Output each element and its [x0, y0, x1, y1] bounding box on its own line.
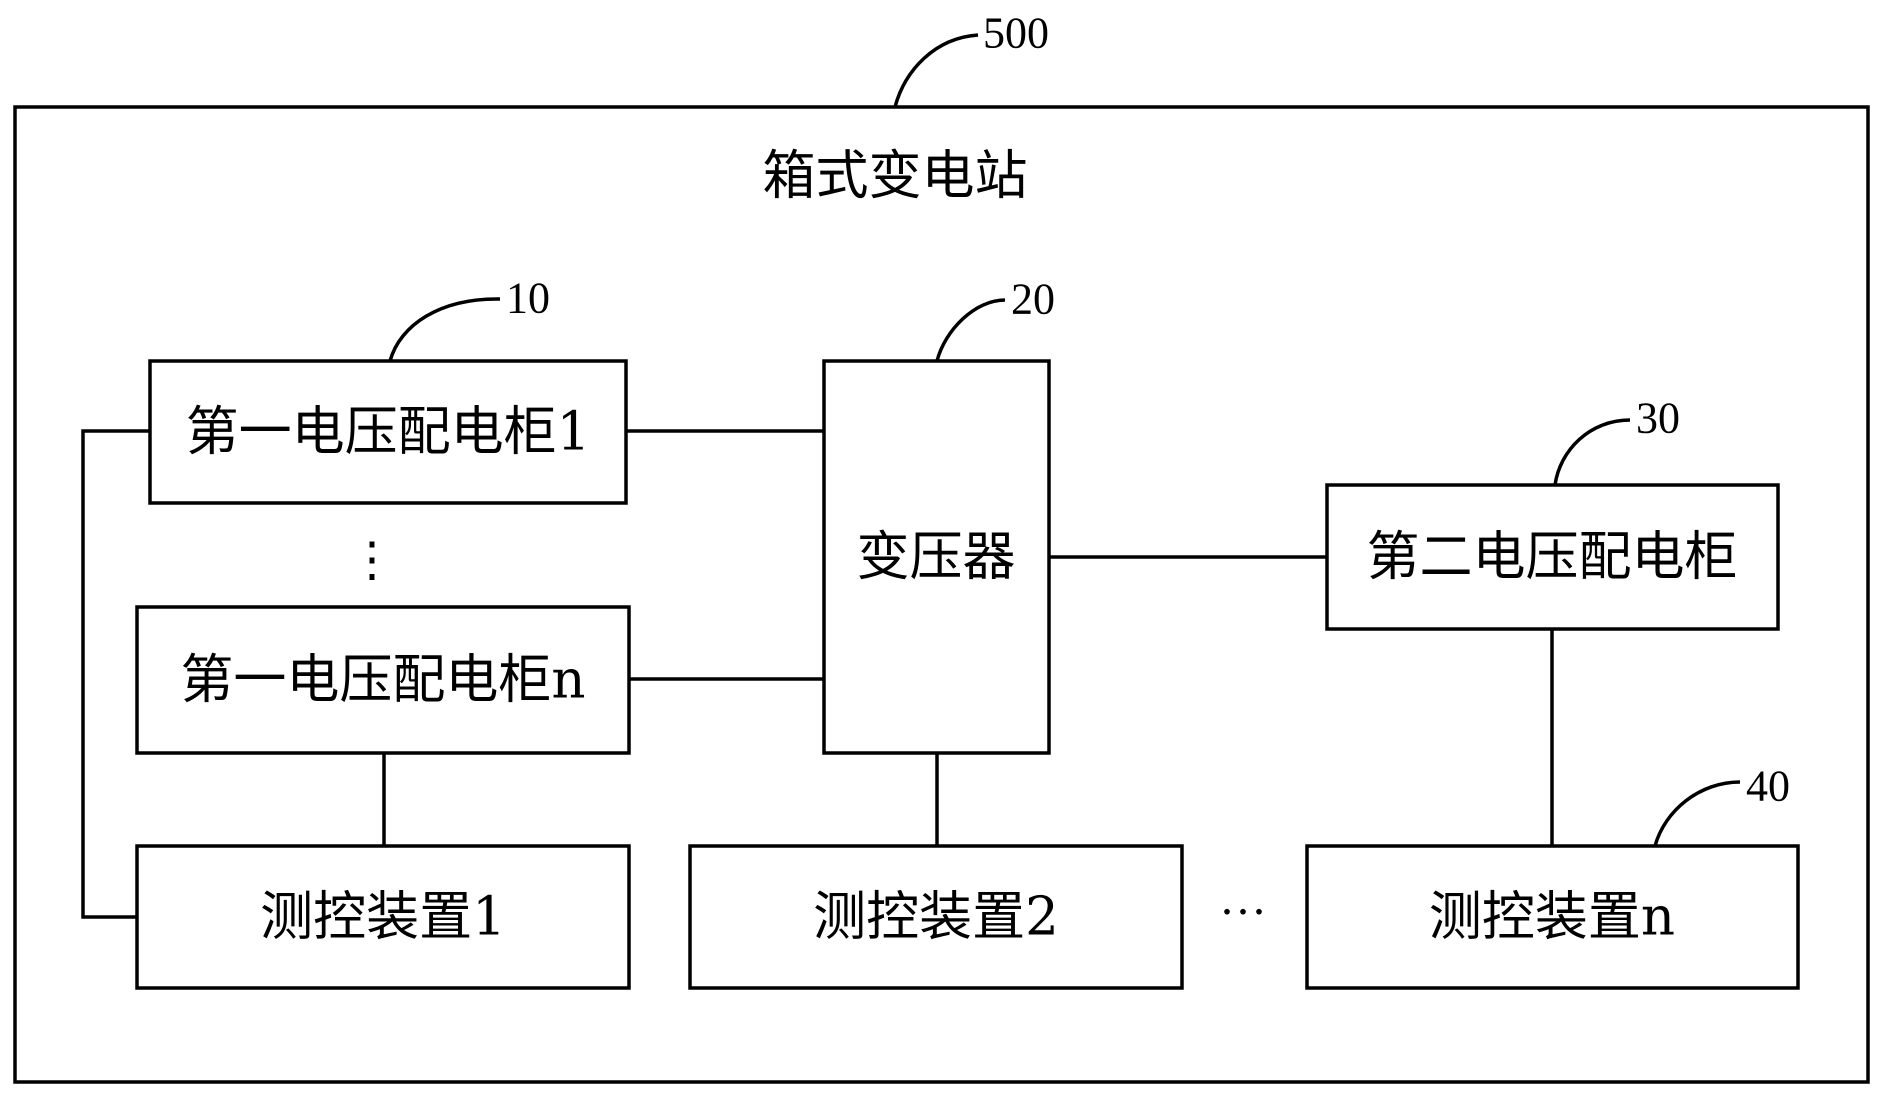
control-device-1	[135, 844, 631, 990]
control-device-2	[688, 844, 1184, 990]
transformer-ref-number: 20	[1011, 275, 1055, 324]
station-ref-number: 500	[983, 9, 1049, 58]
control-device-n-leader-line	[1653, 780, 1741, 847]
transformer-leader-line	[935, 298, 1006, 362]
first-voltage-cabinet-n	[135, 605, 631, 755]
station-leader-line	[893, 33, 979, 108]
station-title: 箱式变电站	[763, 146, 1028, 207]
first-voltage-cabinet-1-label: 第一电压配电柜1	[186, 402, 591, 463]
transformer-label: 变压器	[857, 527, 1016, 588]
control-device-n-label: 测控装置n	[1429, 887, 1675, 948]
cabinet-vertical-ellipsis: ⋮	[348, 534, 396, 587]
control-device-2-label: 测控装置2	[813, 887, 1059, 948]
control-device-horizontal-ellipsis: ···	[1219, 886, 1267, 939]
second-cabinet-ref-number: 30	[1636, 394, 1680, 443]
cabinet-1-ref-number: 10	[506, 274, 550, 323]
cabinet-1-leader-line	[388, 297, 501, 362]
transformer	[822, 359, 1051, 755]
control-device-1-label: 测控装置1	[260, 887, 506, 948]
first-voltage-cabinet-n-label: 第一电压配电柜n	[180, 650, 585, 711]
wire-cabinet1-to-control-device-1	[81, 429, 150, 919]
control-device-n	[1305, 844, 1800, 990]
second-voltage-cabinet-label: 第二电压配电柜	[1367, 527, 1738, 588]
first-voltage-cabinet-1	[148, 359, 628, 505]
second-voltage-cabinet	[1325, 483, 1780, 631]
control-device-n-ref-number: 40	[1746, 762, 1790, 811]
second-cabinet-leader-line	[1553, 418, 1631, 486]
